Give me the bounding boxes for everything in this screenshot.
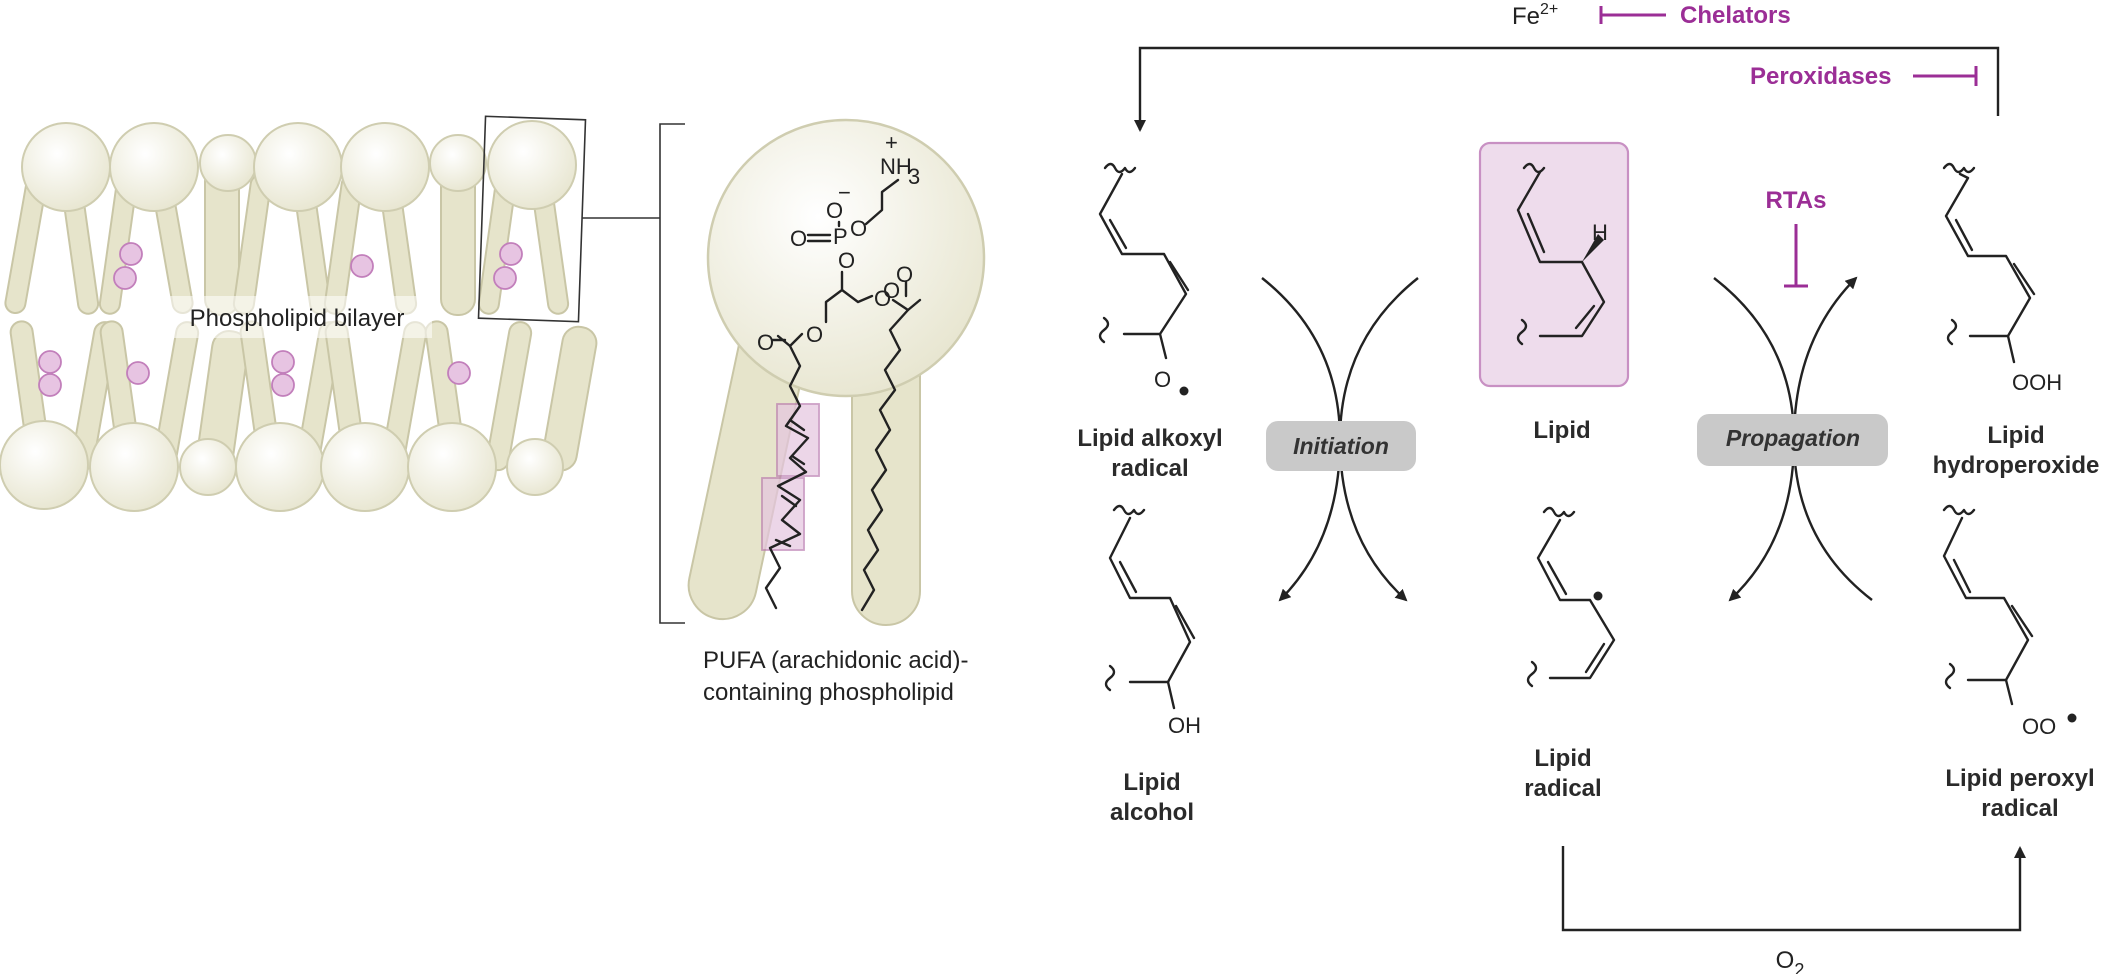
sn2-carbonyl: O [896, 262, 913, 287]
initiation-pill [1266, 421, 1416, 471]
phospholipid-caption-line1: PUFA (arachidonic acid)- [703, 647, 968, 674]
propagation-label: Propagation [1726, 425, 1860, 451]
ammonium-plus: + [885, 130, 898, 155]
zoom-bracket [659, 123, 685, 624]
sn1-carbonyl: O [757, 330, 774, 355]
peroxyl-label-line2: radical [1981, 795, 2058, 822]
pufa-phospholipid-detail: P O − O O O NH 3 + O O O O O [687, 118, 986, 706]
hydroperoxide-label-line1: Lipid [1987, 422, 2044, 449]
ammonium-subscript: 3 [908, 164, 920, 189]
lipid-hydroperoxide: OOH Lipid hydroperoxide [1933, 162, 2100, 479]
alcohol-oh: OH [1168, 713, 1201, 738]
iron-charge: 2+ [1540, 1, 1558, 18]
chelators-label: Chelators [1680, 2, 1791, 29]
lipid-h-atom: H [1592, 220, 1608, 245]
alcohol-label-line1: Lipid [1123, 769, 1180, 796]
phosphate-minus-charge: − [838, 180, 851, 205]
phosphate-headgroup: P O − O O O NH 3 + O O O O O [757, 130, 922, 355]
pufa-beads [38, 242, 523, 397]
bilayer-label: Phospholipid bilayer [190, 305, 405, 332]
propagation-step: Propagation RTAs [1697, 187, 1888, 602]
lipid-peroxyl-radical: OO Lipid peroxyl radical [1942, 504, 2095, 822]
alkoxyl-label-line1: Lipid alkoxyl [1077, 425, 1222, 452]
lipid-highlight-box [1478, 141, 1630, 388]
alkoxyl-radical-dot [1179, 386, 1189, 396]
top-feedback-loop: Fe2+ Chelators Peroxidases [1134, 1, 2000, 132]
top-leaflet-heads [21, 120, 577, 212]
ester-o-sn2: O [874, 286, 891, 311]
bottom-leaflet-heads [0, 420, 564, 512]
peroxyl-oo: OO [2022, 714, 2056, 739]
rtas-label: RTAs [1766, 187, 1827, 214]
phospholipid-caption-line2: containing phospholipid [703, 679, 954, 706]
lipid-alkoxyl-radical: O Lipid alkoxyl radical [1077, 162, 1223, 482]
bilayer-label-band [162, 296, 432, 338]
oxygen-arrow [1561, 846, 2026, 932]
alcohol-label-line2: alcohol [1110, 799, 1194, 826]
lipid-radical-dot [1593, 591, 1603, 601]
ammonium-nh: NH [880, 154, 912, 179]
initiation-step: Initiation [1261, 277, 1419, 602]
hydroperoxide-ooh: OOH [2012, 370, 2062, 395]
phosphate-o-ester-bottom: O [838, 248, 855, 273]
oxygen-label: O2 [1776, 947, 1805, 974]
selected-lipid-box [477, 115, 587, 323]
oxygen-addition: O2 [1561, 846, 2026, 974]
peroxyl-radical-dot [2067, 713, 2077, 723]
regeneration-arrow [1134, 46, 2000, 132]
iron-ion: Fe2+ [1512, 1, 1558, 30]
iron-symbol: Fe [1512, 3, 1540, 30]
double-bond-box-2 [761, 477, 805, 551]
ester-o-sn1: O [806, 322, 823, 347]
phosphate-o-double: O [790, 226, 807, 251]
polar-head-shape [706, 118, 986, 398]
oxygen-symbol: O [1776, 947, 1795, 974]
phosphate-o-ester-top: O [850, 216, 867, 241]
phosphate-o-minus: O [826, 198, 843, 223]
lipid-alcohol: OH Lipid alcohol [1104, 504, 1201, 826]
phosphorus-atom: P [833, 224, 848, 249]
peroxidases-label: Peroxidases [1750, 63, 1891, 90]
lipid-radical-label-line2: radical [1524, 775, 1601, 802]
carbonyl-o-sn2: O [883, 278, 900, 303]
saturated-chain [860, 308, 910, 612]
oxygen-subscript: 2 [1794, 960, 1804, 974]
propagation-pill [1697, 414, 1888, 466]
alkoxyl-o-atom: O [1154, 367, 1171, 392]
lipid-radical: Lipid radical [1524, 506, 1616, 802]
initiation-label: Initiation [1293, 433, 1389, 459]
alkoxyl-label-line2: radical [1111, 455, 1188, 482]
lipid-species: H Lipid [1478, 141, 1630, 444]
lipid-radical-label-line1: Lipid [1534, 745, 1591, 772]
lipid-label: Lipid [1533, 417, 1590, 444]
pufa-chain [764, 344, 810, 610]
top-leaflet-tails [4, 164, 570, 316]
peroxyl-label-line1: Lipid peroxyl [1945, 765, 2094, 792]
phospholipid-bilayer: Phospholipid bilayer [0, 115, 685, 624]
hydroperoxide-label-line2: hydroperoxide [1933, 452, 2100, 479]
